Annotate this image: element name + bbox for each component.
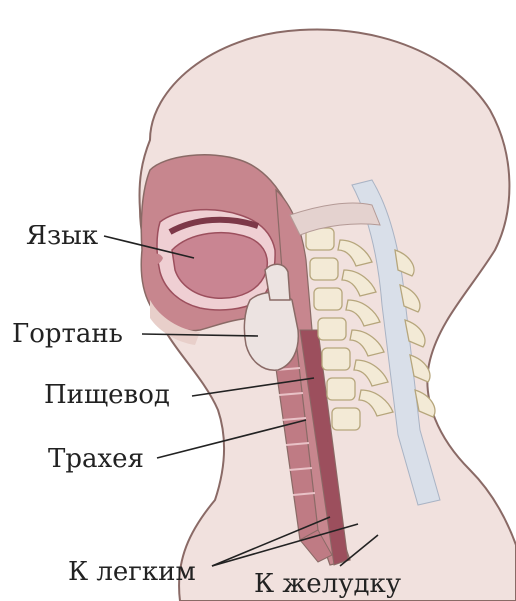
label-tongue-text: Язык bbox=[26, 221, 98, 251]
label-larynx-text: Гортань bbox=[12, 319, 123, 349]
epiglottis bbox=[265, 264, 290, 300]
label-to-stomach-text: К желудку bbox=[254, 569, 401, 599]
label-trachea-text: Трахея bbox=[48, 444, 144, 474]
label-esophagus-text: Пищевод bbox=[44, 380, 170, 410]
larynx-cartilage bbox=[244, 293, 298, 371]
label-to-lungs-text: К легким bbox=[68, 557, 196, 587]
